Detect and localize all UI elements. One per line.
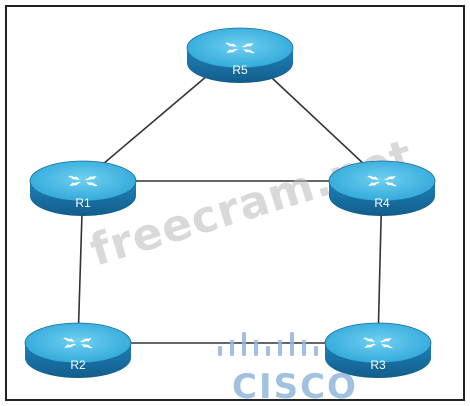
router-label: R1 xyxy=(75,196,91,210)
cisco-logo: CISCO xyxy=(218,332,358,406)
cisco-logo-bar xyxy=(230,340,234,356)
diagram-frame xyxy=(5,5,465,401)
router-arrows-icon xyxy=(68,175,98,187)
router-top xyxy=(328,160,436,202)
cisco-logo-bar xyxy=(302,340,306,356)
router-arrows-icon xyxy=(225,42,255,54)
cisco-logo-bar xyxy=(314,346,318,356)
router-arrows-icon xyxy=(367,175,397,187)
router-top xyxy=(324,322,432,364)
router-r3[interactable]: R3 xyxy=(324,322,432,378)
router-top xyxy=(29,160,137,202)
cisco-logo-bar xyxy=(266,346,270,356)
cisco-logo-bar xyxy=(290,332,294,356)
cisco-logo-bar xyxy=(218,346,222,356)
router-arrows-icon xyxy=(363,337,393,349)
router-label: R5 xyxy=(232,63,248,77)
cisco-logo-text: CISCO xyxy=(232,367,358,406)
router-r2[interactable]: R2 xyxy=(24,322,132,378)
router-top xyxy=(186,27,294,69)
cisco-logo-bar xyxy=(254,340,258,356)
cisco-logo-bar xyxy=(242,332,246,356)
router-r5[interactable]: R5 xyxy=(186,27,294,83)
router-label: R4 xyxy=(374,196,390,210)
router-label: R3 xyxy=(370,358,386,372)
router-r1[interactable]: R1 xyxy=(29,160,137,216)
router-r4[interactable]: R4 xyxy=(328,160,436,216)
router-label: R2 xyxy=(70,358,86,372)
cisco-logo-bar xyxy=(278,340,282,356)
cisco-logo-bars xyxy=(218,332,318,356)
router-top xyxy=(24,322,132,364)
router-arrows-icon xyxy=(63,337,93,349)
